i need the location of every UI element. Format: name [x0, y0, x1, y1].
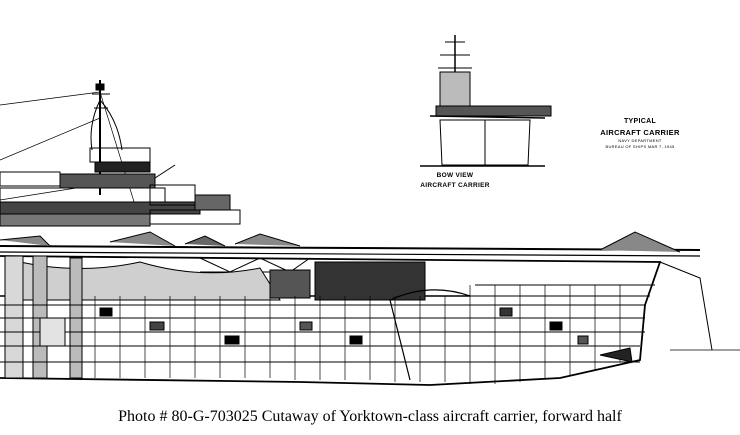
title-block-line4: BUREAU OF SHIPS MAR 7, 1945 [605, 144, 675, 149]
title-block-line2: AIRCRAFT CARRIER [600, 128, 680, 137]
bow-view-label: BOW VIEW AIRCRAFT CARRIER [405, 172, 505, 189]
bow-view-drawing [420, 35, 552, 167]
compartment-details [39, 307, 633, 363]
bow-view-line2: AIRCRAFT CARRIER [420, 182, 490, 189]
title-block-line3: NAVY DEPARTMENT [618, 138, 662, 143]
bow-view-line1: BOW VIEW [436, 172, 474, 179]
cutaway-drawing [0, 35, 740, 386]
hull-columns [4, 255, 83, 379]
photo-caption: Photo # 80-G-703025 Cutaway of Yorktown-… [118, 408, 622, 425]
title-block-line1: TYPICAL [623, 118, 657, 125]
island-superstructure [0, 147, 241, 227]
hull-outline [0, 255, 740, 386]
title-block: TYPICAL AIRCRAFT CARRIER NAVY DEPARTMENT… [590, 118, 690, 149]
bulkheads [94, 285, 621, 384]
flight-deck [0, 231, 701, 257]
